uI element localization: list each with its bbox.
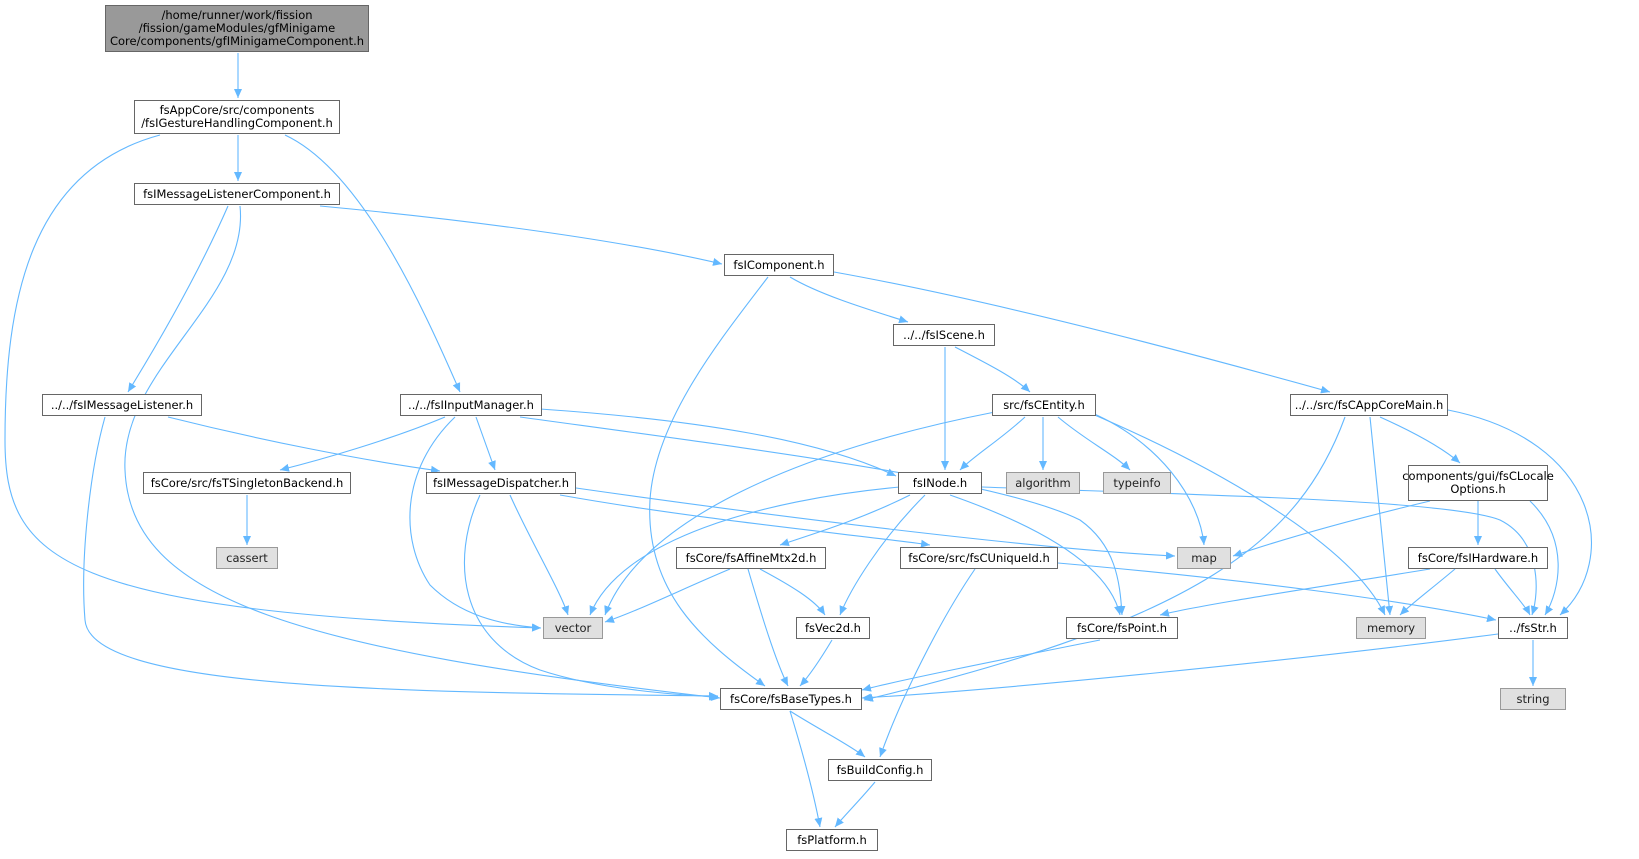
edge-dispatcher-map [575, 487, 1176, 560]
edge-basetypes-platform [789, 710, 823, 828]
edge-msglistcomp-component [319, 205, 723, 266]
edge-inputmgr-point [519, 416, 1126, 616]
edge-entity-typeinfo [1057, 416, 1131, 471]
edge-basetypes-buildconfig [789, 710, 866, 758]
node-fsIInputManager[interactable]: ../../fsIInputManager.h [400, 394, 542, 416]
edge-component-appcoremain [833, 271, 1331, 394]
edge-affine-basetypes [747, 568, 789, 687]
edge-inputmgr-singleton [279, 416, 446, 472]
node-algorithm: algorithm [1006, 472, 1080, 494]
edge-uniqueid-str [1057, 562, 1497, 623]
edge-buildconfig-platform [834, 781, 876, 828]
node-root-gfIMinigameComponent: /home/runner/work/fission /fission/gameM… [105, 5, 369, 52]
edge-inode-vec2d [839, 494, 926, 616]
node-fsIHardware[interactable]: fsCore/fsIHardware.h [1408, 547, 1548, 569]
edge-hardware-str [1494, 568, 1531, 616]
node-fsINode[interactable]: fsINode.h [898, 472, 982, 494]
edge-inputmgr-vector [409, 416, 542, 632]
node-string: string [1500, 688, 1566, 710]
node-fsPoint[interactable]: fsCore/fsPoint.h [1066, 617, 1178, 639]
node-vector: vector [543, 617, 603, 639]
node-memory: memory [1356, 617, 1426, 639]
edge-vec2d-basetypes [799, 639, 833, 687]
edge-locale-map [1232, 500, 1431, 557]
node-fsCAppCoreMain[interactable]: ../../src/fsCAppCoreMain.h [1290, 394, 1448, 416]
node-fsIGestureHandlingComponent[interactable]: fsAppCore/src/components /fsIGestureHand… [134, 100, 340, 134]
node-fsTSingletonBackend[interactable]: fsCore/src/fsTSingletonBackend.h [143, 472, 351, 494]
edge-appcoremain-memory [1369, 416, 1394, 616]
edge-dispatcher-vector [509, 494, 570, 616]
edge-inode-affine [779, 494, 911, 546]
edge-msglistcomp-basetypes [124, 205, 721, 701]
node-fsIComponent[interactable]: fsIComponent.h [724, 254, 834, 276]
edge-inputmgr-dispatcher [475, 416, 496, 471]
edge-appcoremain-locale [1379, 416, 1461, 464]
edge-inode-point [949, 494, 1122, 616]
edge-hardware-point [1159, 568, 1431, 617]
node-fsBaseTypes[interactable]: fsCore/fsBaseTypes.h [720, 688, 862, 710]
node-fsCUniqueId[interactable]: fsCore/src/fsCUniqueId.h [900, 547, 1058, 569]
node-fsCLocaleOptions[interactable]: components/gui/fsCLocale Options.h [1402, 465, 1554, 501]
node-fsCEntity[interactable]: src/fsCEntity.h [992, 394, 1096, 416]
node-fsVec2d[interactable]: fsVec2d.h [796, 617, 870, 639]
edge-str-basetypes [861, 633, 1499, 702]
node-map: map [1177, 547, 1231, 569]
node-fsBuildConfig[interactable]: fsBuildConfig.h [828, 759, 932, 781]
node-fsIMessageDispatcher[interactable]: fsIMessageDispatcher.h [426, 472, 576, 494]
edge-locale-str [1529, 500, 1559, 616]
node-fsStr[interactable]: ../fsStr.h [1498, 617, 1568, 639]
edge-component-basetypes [649, 276, 769, 687]
node-typeinfo: typeinfo [1103, 472, 1171, 494]
edge-point-basetypes [861, 639, 1101, 692]
node-fsAffineMtx2d[interactable]: fsCore/fsAffineMtx2d.h [676, 547, 826, 569]
edge-dispatcher-basetypes [463, 494, 719, 701]
edge-dispatcher-uniqueid [559, 494, 931, 548]
node-cassert: cassert [216, 547, 278, 569]
node-fsPlatform[interactable]: fsPlatform.h [786, 829, 878, 851]
edge-gesture-inputmgr [284, 134, 461, 393]
edge-hardware-memory [1399, 568, 1456, 616]
edge-msglistener-basetypes [83, 416, 719, 700]
edge-appcoremain-basetypes [863, 416, 1346, 702]
edge-entity-vector [604, 411, 996, 616]
edge-gesture-vector [4, 134, 542, 632]
edge-msglistcomp-msglistener [127, 205, 229, 393]
edge-msglistener-dispatcher [167, 416, 441, 474]
node-fsIScene[interactable]: ../../fsIScene.h [893, 324, 995, 346]
edge-uniqueid-buildconfig [879, 568, 976, 758]
edge-entity-memory [1089, 412, 1386, 616]
edge-scene-entity [954, 346, 1031, 393]
edge-affine-vec2d [759, 568, 826, 616]
node-fsIMessageListenerComponent[interactable]: fsIMessageListenerComponent.h [134, 183, 340, 205]
edge-entity-inode [959, 416, 1026, 471]
edge-component-scene [789, 276, 909, 324]
edge-appcoremain-str [1447, 409, 1592, 616]
edge-inode-vector [589, 486, 901, 616]
node-fsIMessageListener[interactable]: ../../fsIMessageListener.h [42, 394, 202, 416]
edge-affine-vector [604, 568, 731, 623]
edge-inputmgr-inode [539, 408, 897, 477]
